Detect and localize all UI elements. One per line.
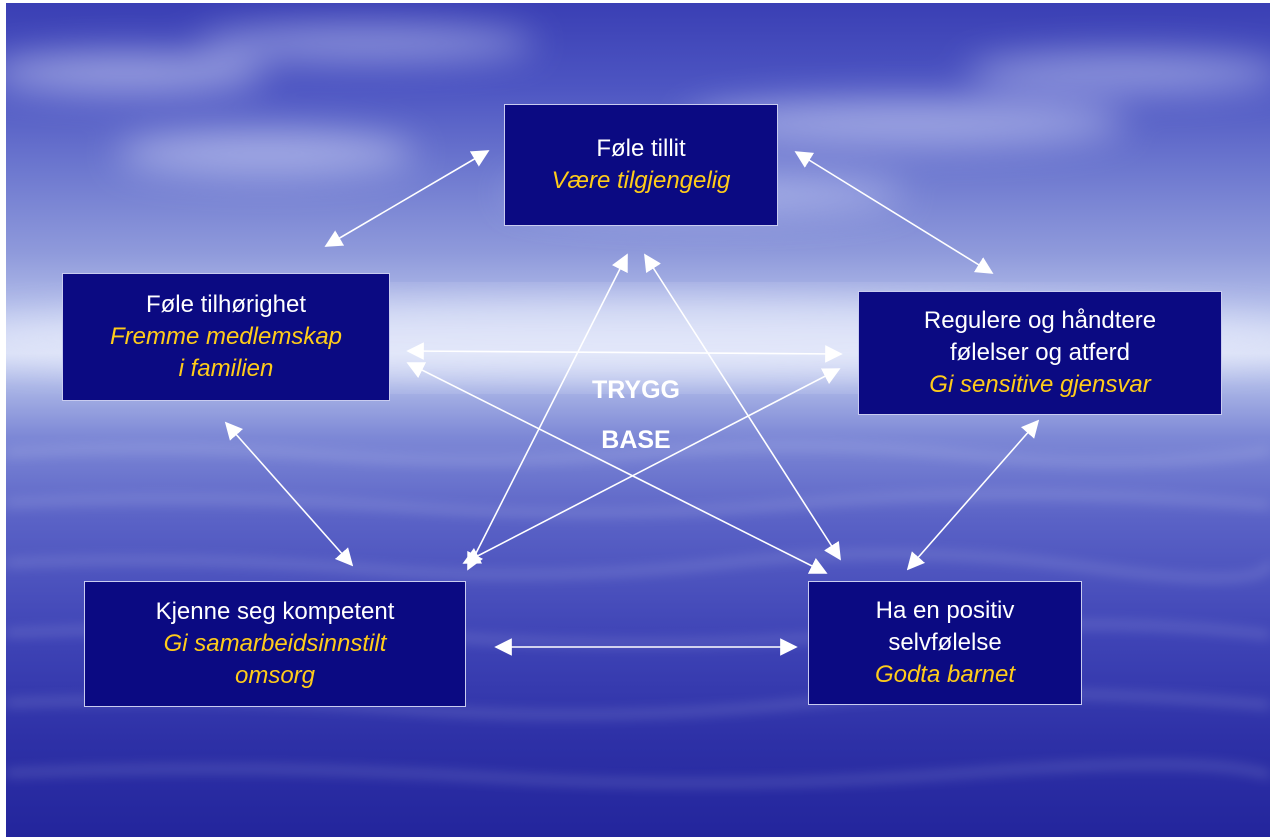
connector-layer bbox=[224, 150, 1040, 656]
arrow-trust-regulate bbox=[794, 151, 994, 274]
node-belonging-subtitle: Fremme medlemskap i familien bbox=[109, 323, 343, 382]
slide-canvas: Føle tillit Være tilgjengelig Føle tilhø… bbox=[6, 3, 1270, 837]
node-selfesteem-title: Ha en positiv selvfølelse bbox=[875, 597, 1015, 656]
node-selfesteem-subtitle: Godta barnet bbox=[874, 661, 1016, 688]
center-label-trygg-base: TRYGG BASE bbox=[592, 376, 680, 454]
node-competence-title: Kjenne seg kompetent bbox=[155, 598, 395, 625]
node-belonging-title: Føle tilhørighet bbox=[145, 291, 307, 318]
node-competence: Kjenne seg kompetent Gi samarbeidsinnsti… bbox=[84, 581, 466, 707]
arrow-trust-selfesteem bbox=[644, 253, 841, 561]
arrow-regulate-selfesteem bbox=[906, 419, 1040, 571]
node-trust: Føle tillit Være tilgjengelig bbox=[504, 104, 778, 226]
node-regulate-title: Regulere og håndtere følelser og atferd bbox=[923, 307, 1157, 366]
arrow-belonging-competence bbox=[224, 421, 354, 567]
arrow-belonging-regulate bbox=[406, 342, 843, 363]
node-trust-subtitle: Være tilgjengelig bbox=[551, 167, 731, 194]
arrow-trust-competence bbox=[467, 253, 628, 571]
node-selfesteem: Ha en positiv selvfølelse Godta barnet bbox=[808, 581, 1082, 705]
node-competence-subtitle: Gi samarbeidsinnstilt omsorg bbox=[163, 630, 387, 689]
node-trust-title: Føle tillit bbox=[596, 135, 686, 162]
node-regulate: Regulere og håndtere følelser og atferd … bbox=[858, 291, 1222, 415]
arrow-trust-belonging bbox=[324, 150, 490, 247]
node-belonging: Føle tilhørighet Fremme medlemskap i fam… bbox=[62, 273, 390, 401]
node-regulate-subtitle: Gi sensitive gjensvar bbox=[929, 371, 1151, 398]
